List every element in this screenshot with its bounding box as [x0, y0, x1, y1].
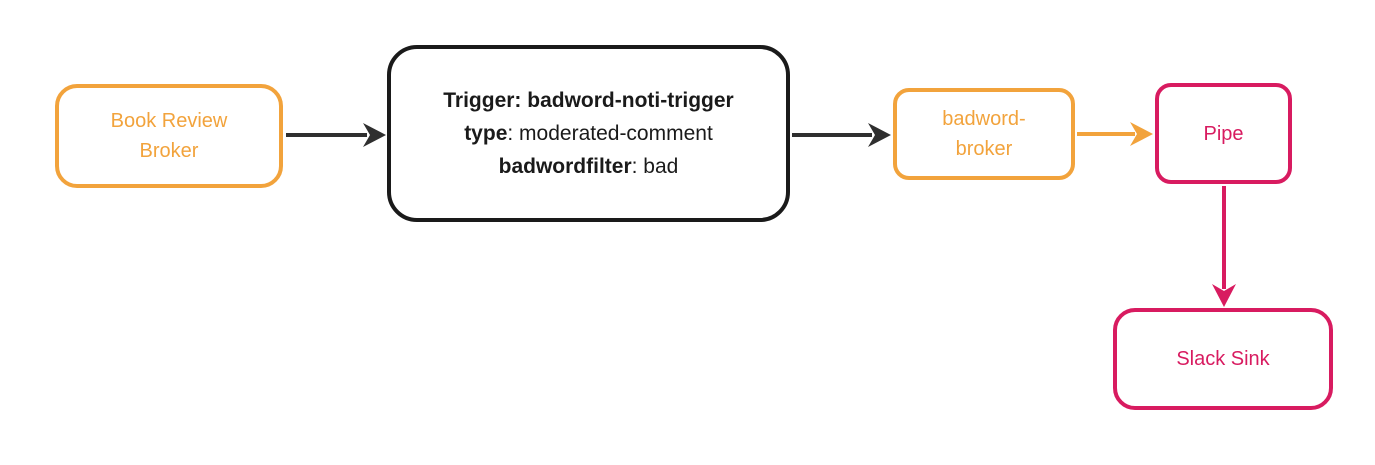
node-label: badword- broker [942, 108, 1026, 160]
node-slack-sink: Slack Sink [1113, 308, 1333, 410]
arrow-badword-broker-to-pipe [1077, 122, 1153, 146]
arrow-pipe-to-slack-sink [1212, 186, 1236, 307]
trigger-type-line: type: moderated-comment [464, 122, 713, 145]
arrow-trigger-to-badword-broker [792, 123, 891, 147]
node-badword-broker: badword- broker [893, 88, 1075, 180]
node-pipe: Pipe [1155, 83, 1292, 184]
arrow-book-review-to-trigger [286, 123, 386, 147]
trigger-name-line: Trigger: badword-noti-trigger [443, 89, 734, 112]
trigger-filter-line: badwordfilter: bad [498, 155, 679, 178]
node-label: Slack Sink [1176, 348, 1270, 370]
node-label: Book Review Broker [110, 110, 228, 162]
node-label: Pipe [1203, 122, 1244, 145]
node-trigger: Trigger: badword-noti-trigger type: mode… [387, 45, 790, 222]
node-book-review-broker: Book Review Broker [55, 84, 283, 188]
trigger-details: Trigger: badword-noti-trigger type: mode… [443, 84, 733, 183]
